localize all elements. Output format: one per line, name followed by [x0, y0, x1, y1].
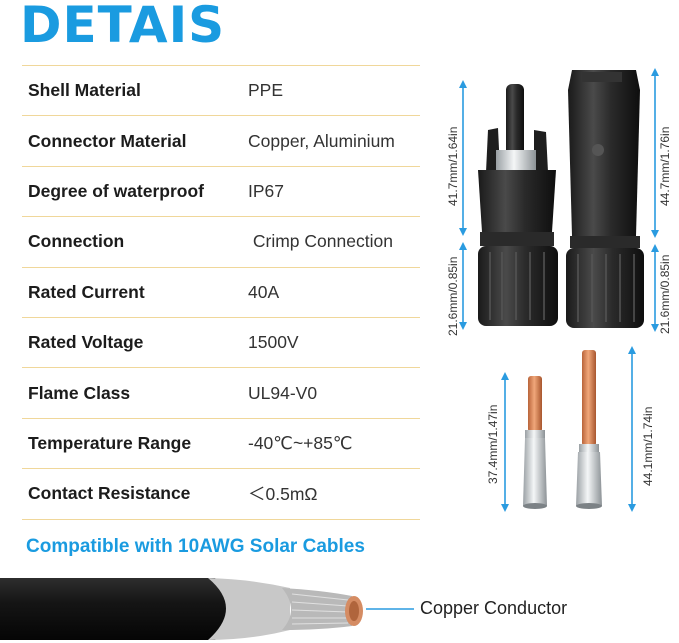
spec-value: 40A — [248, 281, 280, 302]
dim-pin-left: 37.4mm/1.47in — [486, 404, 500, 484]
spec-value: 1500V — [248, 332, 299, 353]
spec-value: Copper, Aluminium — [248, 130, 395, 151]
spec-row: Temperature Range -40℃~+85℃ — [22, 417, 420, 468]
male-connector — [478, 84, 558, 326]
spec-value: Crimp Connection — [248, 231, 393, 252]
dim-female-lower: 21.6mm/0.85in — [658, 254, 672, 334]
spec-row: Connection Crimp Connection — [22, 216, 420, 266]
dimension-lines — [459, 68, 659, 512]
spec-value: UL94-V0 — [248, 382, 318, 403]
spec-label: Connection — [28, 231, 125, 252]
dim-male-lower: 21.6mm/0.85in — [446, 256, 460, 336]
copper-conductor-label: Copper Conductor — [420, 598, 568, 618]
spec-label: Rated Current — [28, 281, 145, 302]
dim-female-upper: 44.7mm/1.76in — [658, 126, 672, 206]
dim-male-upper: 41.7mm/1.64in — [446, 126, 460, 206]
page-title: DETAIS — [20, 0, 226, 54]
spec-row: Rated Current 40A — [22, 266, 420, 317]
spec-row: Flame Class UL94-V0 — [22, 367, 420, 417]
spec-label: Degree of waterproof — [28, 180, 204, 201]
spec-table: Shell Material PPE Connector Material Co… — [22, 65, 420, 520]
female-connector — [566, 70, 644, 328]
spec-label: Temperature Range — [28, 432, 192, 453]
spec-row: Shell Material PPE — [22, 65, 420, 115]
spec-label: Connector Material — [28, 130, 187, 151]
spec-row: Contact Resistance ＜0.5mΩ — [22, 468, 420, 520]
spec-value: -40℃~+85℃ — [248, 432, 353, 453]
spec-label: Flame Class — [28, 382, 131, 403]
crimp-pin-female — [576, 350, 602, 509]
spec-row: Degree of waterproof IP67 — [22, 165, 420, 216]
spec-row: Connector Material Copper, Aluminium — [22, 115, 420, 165]
spec-value: PPE — [248, 80, 284, 101]
dim-pin-right: 44.1mm/1.74in — [641, 406, 655, 486]
spec-value: ＜0.5mΩ — [248, 484, 318, 505]
spec-row: Rated Voltage 1500V — [22, 316, 420, 367]
spec-value: IP67 — [248, 180, 284, 201]
solar-cable — [0, 578, 414, 640]
spec-label: Shell Material — [28, 80, 141, 101]
spec-label: Rated Voltage — [28, 332, 144, 353]
spec-label: Contact Resistance — [28, 483, 191, 504]
crimp-pin-male — [523, 376, 547, 509]
compatibility-note: Compatible with 10AWG Solar Cables — [26, 536, 365, 557]
